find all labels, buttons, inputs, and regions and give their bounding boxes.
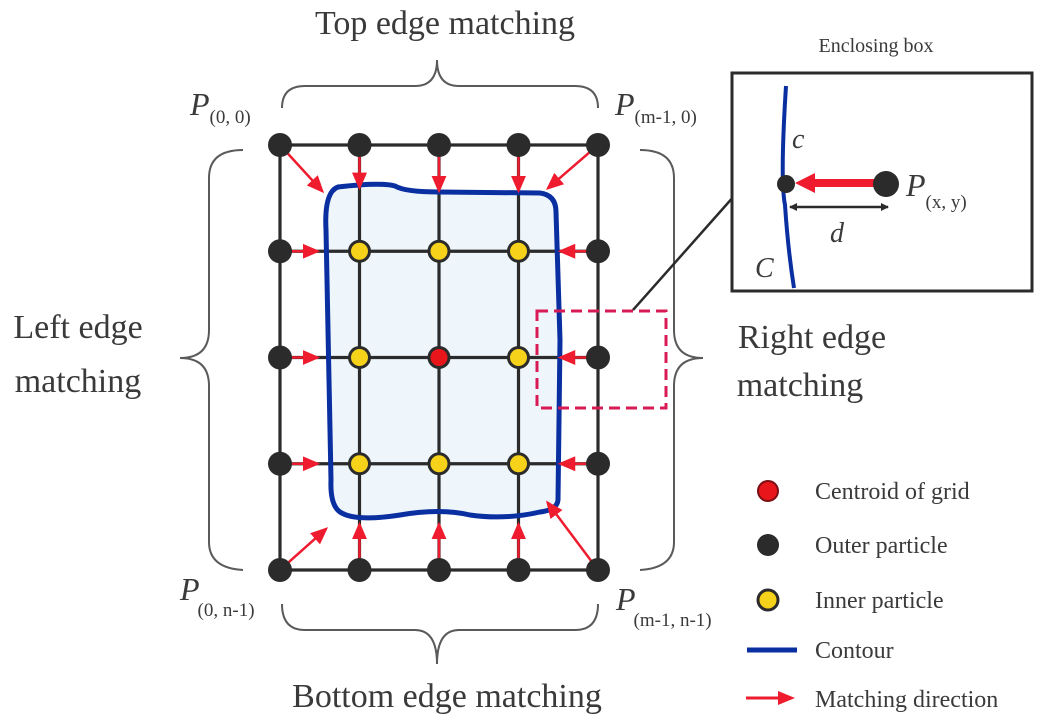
corner-symbol: P (615, 581, 636, 617)
particles (268, 133, 610, 582)
corner-label-top-right: P(m-1, 0) (614, 86, 697, 128)
inner-particle (348, 346, 371, 369)
legend-inner-particle-icon (756, 588, 780, 612)
matching-arrow (286, 527, 329, 565)
outer-particle (347, 558, 372, 582)
legend-centroid-icon (757, 480, 779, 502)
matching-arrow (285, 151, 325, 194)
corner-subscript: (m-1, 0) (635, 107, 697, 128)
inner-particle (507, 452, 530, 476)
bottom-brace (281, 603, 599, 665)
outer-particle (586, 451, 610, 476)
inner-particle (507, 239, 530, 263)
contour (323, 181, 563, 521)
corner-symbol: P (189, 86, 210, 122)
left-edge-label-line1: Left edge (13, 309, 142, 346)
inner-particle (348, 452, 371, 476)
corner-subscript: (0, 0) (210, 107, 251, 128)
left-brace (179, 149, 244, 571)
inner-particle (427, 239, 451, 263)
legend-label-arrow: Matching direction (815, 687, 998, 713)
legend-label-centroid: Centroid of grid (815, 479, 970, 505)
inner-particle (427, 452, 451, 476)
right-brace (639, 149, 704, 571)
outer-particle (427, 558, 451, 582)
highlight-box (535, 309, 668, 410)
outer-particle (268, 558, 292, 582)
inset-particle-label: P(x, y) (905, 167, 967, 213)
inset-arrowhead (795, 173, 815, 193)
outer-particle (268, 133, 292, 157)
inset-particle-subscript: (x, y) (926, 192, 967, 213)
inset-contour-point (777, 175, 795, 193)
right-edge-label-line2: matching (737, 367, 864, 404)
corner-label-bottom-right: P(m-1, n-1) (615, 581, 712, 631)
outer-particle (268, 451, 292, 476)
matching-arrow (546, 500, 594, 563)
outer-particle (586, 239, 610, 264)
matching-arrows (285, 150, 594, 565)
inner-particle (507, 346, 530, 369)
inset-contour (780, 85, 796, 289)
outer-particle (268, 345, 292, 370)
inner-particle (348, 239, 371, 263)
top-edge-label: Top edge matching (315, 5, 575, 42)
outer-particle (586, 345, 610, 370)
legend-label-inner: Inner particle (815, 588, 944, 614)
zoom-connector-line (632, 194, 736, 311)
inset-title: Enclosing box (819, 35, 934, 57)
corner-symbol: P (179, 571, 200, 607)
corner-subscript: (0, n-1) (198, 600, 255, 621)
legend: Centroid of grid Outer particle Inner pa… (746, 479, 998, 713)
outer-particle (427, 133, 451, 157)
corner-subscript: (m-1, n-1) (634, 610, 712, 631)
bottom-edge-label: Bottom edge matching (292, 678, 602, 715)
outer-particle (268, 239, 292, 264)
distance-label: d (830, 218, 845, 249)
matching-arrow (545, 150, 592, 190)
outer-particle (506, 133, 531, 157)
inset-contour-label: C (755, 253, 774, 284)
left-edge-label-line2: matching (15, 363, 142, 400)
corner-label-top-left: P(0, 0) (189, 86, 251, 128)
outer-particle (586, 133, 610, 157)
centroid-particle (427, 346, 451, 369)
outer-particle (586, 558, 610, 582)
inset-contour-point-label: c (792, 124, 805, 155)
corner-label-bottom-left: P(0, n-1) (179, 571, 255, 621)
legend-arrowhead-icon (778, 691, 795, 705)
legend-label-contour: Contour (815, 638, 894, 664)
corner-symbol: P (614, 86, 635, 122)
outer-particle (347, 133, 372, 157)
outer-particle (506, 558, 531, 582)
legend-label-outer: Outer particle (815, 533, 948, 559)
top-brace (281, 59, 599, 109)
legend-outer-particle-icon (757, 534, 779, 556)
right-edge-label-line1: Right edge (738, 319, 886, 356)
inset-particle (873, 171, 899, 197)
inset-particle-symbol: P (905, 167, 926, 203)
